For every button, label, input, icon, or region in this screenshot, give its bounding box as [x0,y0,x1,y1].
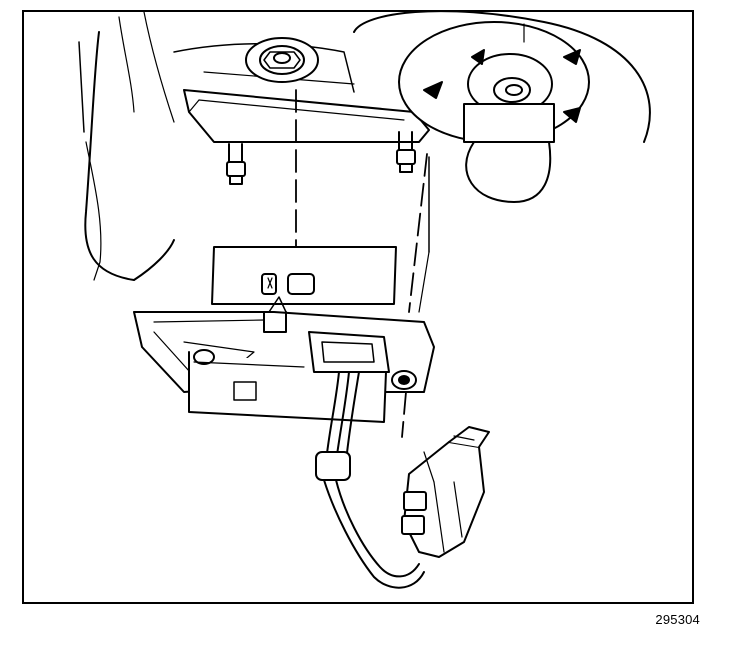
stud-left-icon [226,143,246,185]
electrical-connector-icon [401,426,490,558]
blower-motor [353,12,651,203]
heater-case-outline [78,12,175,281]
wire-harness [315,371,425,589]
housing-edge [418,156,430,313]
top-bolt-icon [245,37,319,83]
blower-motor-resistor [133,296,435,423]
resistor-gasket [211,246,397,305]
figure-number: 295304 [655,612,700,627]
mounting-bracket [173,43,430,143]
stud-right-icon [396,131,416,173]
blower-motor-resistor-illustration [78,12,651,589]
alignment-lines [295,89,428,438]
diagram-frame [22,10,694,604]
